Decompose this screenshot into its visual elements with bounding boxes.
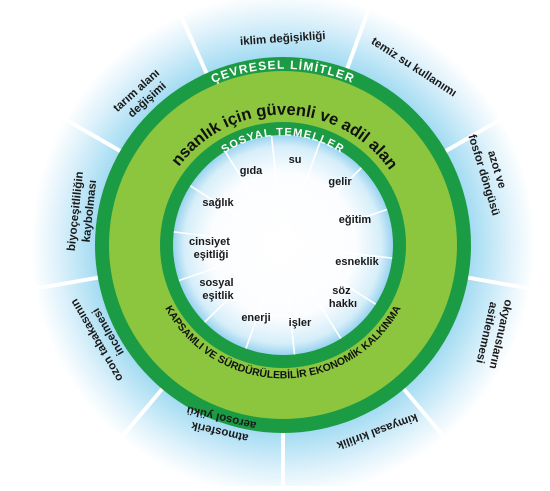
label-jobs: işler bbox=[289, 317, 312, 329]
inner-spoke-7 bbox=[286, 251, 342, 339]
label-gender-equality: cinsiyet eşitliği bbox=[189, 236, 233, 261]
inner-spoke-5 bbox=[290, 245, 393, 259]
inner-spoke-10 bbox=[204, 250, 278, 323]
label-food: gıda bbox=[240, 165, 263, 177]
label-social-equity: sosyal eşitlik bbox=[199, 277, 236, 302]
outer-spoke-2 bbox=[344, 0, 374, 71]
outer-spoke-5 bbox=[401, 386, 452, 446]
outer-spoke-8 bbox=[26, 275, 101, 293]
label-voice: söz hakkı bbox=[329, 285, 357, 310]
label-energy: enerji bbox=[241, 312, 270, 324]
inner-spoke-12 bbox=[173, 231, 276, 245]
outer-spoke-1 bbox=[175, 6, 210, 76]
inner-spoke-11 bbox=[178, 246, 276, 282]
inner-spoke-3 bbox=[288, 167, 362, 240]
outer-spoke-4 bbox=[465, 275, 540, 293]
inner-spoke-1 bbox=[270, 135, 283, 238]
outer-spokes bbox=[26, 0, 540, 491]
label-climate-change: iklim değişikliği bbox=[240, 30, 326, 48]
label-water: su bbox=[289, 154, 302, 166]
inner-spoke-6 bbox=[289, 248, 377, 305]
inner-spokes bbox=[173, 135, 393, 355]
inner-spoke-2 bbox=[284, 141, 321, 238]
inner-spoke-4 bbox=[290, 208, 388, 244]
label-health: sağlık bbox=[202, 197, 234, 209]
inner-spoke-9 bbox=[245, 252, 282, 349]
label-resilience: esneklik bbox=[335, 256, 379, 268]
inner-spoke-13 bbox=[189, 185, 277, 242]
outer-spoke-3 bbox=[443, 113, 510, 154]
label-income: gelir bbox=[328, 176, 352, 188]
outer-spoke-7 bbox=[114, 386, 165, 446]
inner-spoke-14 bbox=[224, 151, 280, 239]
inner-spoke-8 bbox=[283, 252, 296, 355]
outer-spoke-9 bbox=[56, 113, 123, 154]
label-education: eğitim bbox=[339, 214, 372, 226]
